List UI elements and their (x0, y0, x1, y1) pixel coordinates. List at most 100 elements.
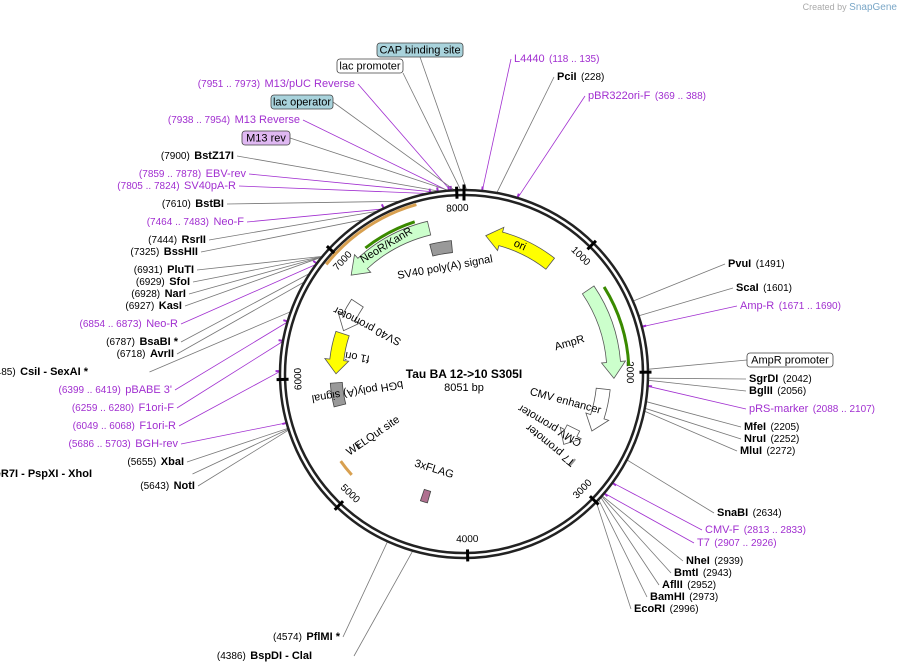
primer-l4440[interactable]: L4440 (118 .. 135) (514, 50, 599, 67)
svg-text:(6928) NarI: (6928) NarI (131, 285, 186, 302)
svg-text:MfeI (2205): MfeI (2205) (744, 418, 799, 435)
primer-pbr322ori-f[interactable]: pBR322ori-F (369 .. 388) (588, 87, 706, 104)
primer-f1ori-f[interactable]: (6259 .. 6280) F1ori-F (72, 399, 174, 416)
site-mfei[interactable]: MfeI (2205) (744, 418, 799, 435)
site-name: pBABE 3' (125, 384, 172, 396)
site-position: (2056) (777, 386, 806, 397)
primer-m13-puc-reverse[interactable]: (7951 .. 7973) M13/pUC Reverse (198, 75, 355, 92)
svg-text:EcoRI (2996): EcoRI (2996) (634, 600, 699, 617)
feature-bgh-poly-a-signal: bGH poly(A) signal (311, 378, 404, 408)
site-rsrii[interactable]: (7444) RsrII (148, 231, 206, 248)
svg-text:ScaI (1601): ScaI (1601) (736, 279, 792, 296)
primer-bgh-rev[interactable]: (5686 .. 5703) BGH-rev (69, 435, 179, 452)
site-sgrdi[interactable]: SgrDI (2042) (749, 370, 812, 387)
site-nrui[interactable]: NruI (2252) (744, 430, 799, 447)
svg-text:(7325) BssHII: (7325) BssHII (130, 243, 198, 260)
site-position: (7859 .. 7878) (139, 169, 201, 180)
site-pvui[interactable]: PvuI (1491) (728, 255, 785, 272)
svg-text:(5686 .. 5703) BGH-rev: (5686 .. 5703) BGH-rev (69, 435, 179, 452)
leader-line (184, 256, 324, 307)
primer-t7[interactable]: T7 (2907 .. 2926) (697, 534, 777, 551)
boxed-m13-rev[interactable]: M13 rev (241, 130, 291, 146)
svg-text:T7 (2907 .. 2926): T7 (2907 .. 2926) (697, 534, 777, 551)
site-bsabi[interactable]: (6787) BsaBI * (106, 333, 179, 350)
feature-line (355, 443, 361, 450)
primer-f1ori-r[interactable]: (6049 .. 6068) F1ori-R (73, 417, 176, 434)
site-bspdi[interactable]: (4386) BspDI - ClaI (217, 647, 312, 664)
site-position: (228) (581, 72, 604, 83)
site-name: CsiI (20, 366, 40, 378)
primer-pbabe-3[interactable]: (6399 .. 6419) pBABE 3' (59, 381, 172, 398)
site-bsshii[interactable]: (7325) BssHII (130, 243, 198, 260)
leader-line (632, 263, 726, 302)
site-bamhi[interactable]: BamHI (2973) (650, 588, 718, 605)
site-scai[interactable]: ScaI (1601) (736, 279, 792, 296)
site-name: SV40pA-R (184, 180, 236, 192)
primer-cmv-f[interactable]: CMV-F (2813 .. 2833) (705, 521, 806, 538)
primer-neo-r[interactable]: (6854 .. 6873) Neo-R (79, 315, 178, 332)
feature-box (329, 381, 347, 408)
site-csii[interactable]: (6485) CsiI - SexAI * (0, 363, 89, 380)
svg-text:NheI (2939): NheI (2939) (686, 552, 743, 569)
site-name: KasI (159, 300, 182, 312)
site-bmti[interactable]: BmtI (2943) (674, 564, 732, 581)
site-ecori[interactable]: EcoRI (2996) (634, 600, 699, 617)
leader-line (226, 200, 403, 205)
site-kasi[interactable]: (6927) KasI (125, 297, 182, 314)
site-position: (7325) (130, 247, 159, 258)
site-position: (6787) (106, 337, 135, 348)
site-bstz17i[interactable]: (7900) BstZ17I (161, 147, 234, 164)
site-bglii[interactable]: BglII (2056) (749, 382, 806, 399)
site-name: BglII (749, 385, 773, 397)
site-noti[interactable]: (5643) NotI (140, 477, 195, 494)
leader-line (246, 208, 385, 223)
site-xbai[interactable]: (5655) XbaI (127, 453, 184, 470)
site-aflii[interactable]: AflII (2952) (662, 576, 716, 593)
site-position: (2943) (703, 568, 732, 579)
site-position: (1601) (763, 283, 792, 294)
primer-amp-r[interactable]: Amp-R (1671 .. 1690) (740, 297, 841, 314)
site-bstbi[interactable]: (7610) BstBI (162, 195, 224, 212)
site-mlui[interactable]: MluI (2272) (740, 442, 795, 459)
boxed-ampr-promoter[interactable]: AmpR promoter (746, 352, 834, 368)
site-sfoi[interactable]: (6929) SfoI (136, 273, 190, 290)
site-position: (2088 .. 2107) (813, 404, 875, 415)
site-position: (7805 .. 7824) (117, 181, 179, 192)
site-avrii[interactable]: (6718) AvrII (117, 345, 174, 362)
site-snabi[interactable]: SnaBI (2634) (717, 504, 782, 521)
site-name: MfeI (744, 421, 766, 433)
site-pcii[interactable]: PciI (228) (557, 68, 604, 85)
primer-sv40pa-r[interactable]: (7805 .. 7824) SV40pA-R (117, 177, 236, 194)
boxed-lac-operator[interactable]: lac operator (270, 94, 334, 110)
leader-line (595, 501, 632, 610)
site-nhei[interactable]: NheI (2939) (686, 552, 743, 569)
site-position: (6854 .. 6873) (79, 319, 141, 330)
primer-bind-arc (364, 220, 416, 250)
site-name: PvuI (728, 258, 751, 270)
leader-line (626, 459, 715, 514)
boxed-lac-promoter[interactable]: lac promoter (336, 58, 404, 74)
feature-label: f1 ori (344, 349, 370, 365)
box-label: lac operator (273, 96, 331, 108)
site-name: BsaBI * (139, 336, 178, 348)
primer-m13-reverse[interactable]: (7938 .. 7954) M13 Reverse (168, 111, 300, 128)
primer-prs-marker[interactable]: pRS-marker (2088 .. 2107) (749, 400, 875, 417)
leader-line (637, 287, 734, 317)
site-name: pRS-marker (749, 403, 809, 415)
site-paer7i[interactable]: (5649) PaeR7I - PspXI - XhoI (0, 465, 92, 482)
leader-line (601, 495, 684, 562)
site-name: Neo-R (146, 318, 178, 330)
svg-text:(7464 .. 7483) Neo-F: (7464 .. 7483) Neo-F (147, 213, 245, 230)
boxed-cap-binding-site[interactable]: CAP binding site (376, 42, 464, 58)
primer-neo-f[interactable]: (7464 .. 7483) Neo-F (147, 213, 245, 230)
primer-ebv-rev[interactable]: (7859 .. 7878) EBV-rev (139, 165, 247, 182)
site-name: AflII (662, 579, 683, 591)
site-pflmi[interactable]: (4574) PflMI * (273, 628, 341, 645)
feature-arrow (350, 220, 432, 276)
leader-line (196, 255, 324, 271)
site-name: NheI (686, 555, 710, 567)
svg-text:(6787) BsaBI *: (6787) BsaBI * (106, 333, 179, 350)
site-nari[interactable]: (6928) NarI (131, 285, 186, 302)
primer-bind-arc (325, 203, 417, 266)
site-pluti[interactable]: (6931) PluTI (134, 261, 194, 278)
